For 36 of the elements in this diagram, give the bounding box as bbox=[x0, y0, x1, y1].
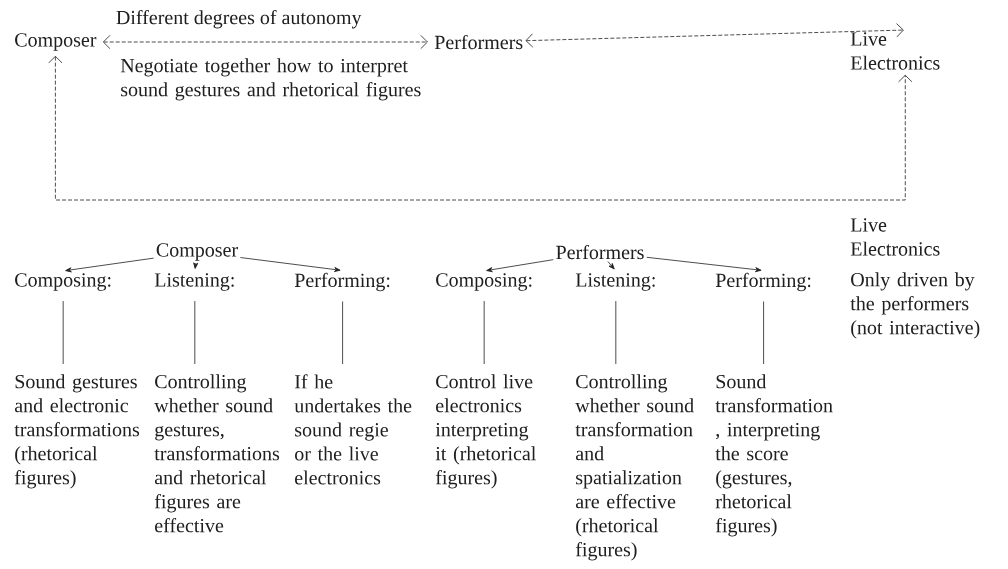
role-label: Composer bbox=[156, 243, 238, 261]
activity-label: Listening: bbox=[154, 273, 234, 291]
description-text: Sound transformation , interpreting the score (gestures, rhetorical figures) bbox=[715, 374, 833, 537]
connector-line bbox=[483, 300, 485, 365]
note-text: Negotiate together how to interpret sound gestures and rhetorical figures bbox=[120, 58, 421, 101]
role-label: Performers bbox=[434, 34, 523, 50]
connector-line bbox=[615, 300, 617, 365]
description-text: Control live electronics interpreting it (rhetorical figures) bbox=[435, 374, 536, 489]
activity-label: Composing: bbox=[15, 273, 111, 291]
connector-line bbox=[763, 301, 764, 365]
arrow bbox=[607, 261, 615, 270]
role-label: Live Electronics bbox=[850, 218, 940, 256]
arrow bbox=[240, 257, 341, 272]
connector-line bbox=[62, 300, 64, 365]
role-label: Live Electronics bbox=[850, 32, 940, 70]
connector-line bbox=[342, 301, 343, 365]
arrow bbox=[646, 256, 762, 273]
role-label: Composer bbox=[15, 33, 97, 51]
description-text: Sound gestures and electronic transformations (rhetorical figures) bbox=[14, 374, 140, 489]
description-text: Controlling whether sound gestures, transformations and rhetorical figures are effective bbox=[154, 374, 280, 533]
role-label: Performers bbox=[556, 244, 644, 260]
edge-label: Different degrees of autonomy bbox=[114, 8, 363, 30]
connector-line bbox=[194, 300, 196, 365]
description-text: Controlling whether sound transformation and spatialization are effective (rhetorical figures) bbox=[575, 374, 694, 561]
activity-label: Composing: bbox=[436, 273, 532, 291]
arrow bbox=[525, 23, 904, 48]
dashed-arrow bbox=[48, 55, 913, 201]
arrow bbox=[193, 262, 199, 269]
activity-label: Performing: bbox=[715, 272, 811, 292]
arrow bbox=[486, 259, 554, 273]
activity-label: Listening: bbox=[575, 273, 655, 291]
note-text: Only driven by the performers (not interactive) bbox=[850, 272, 980, 339]
dashed-arrow bbox=[102, 34, 428, 50]
description-text: If he undertakes the sound regie or the live electronics bbox=[294, 374, 412, 485]
arrow bbox=[65, 257, 155, 273]
activity-label: Performing: bbox=[294, 272, 390, 292]
